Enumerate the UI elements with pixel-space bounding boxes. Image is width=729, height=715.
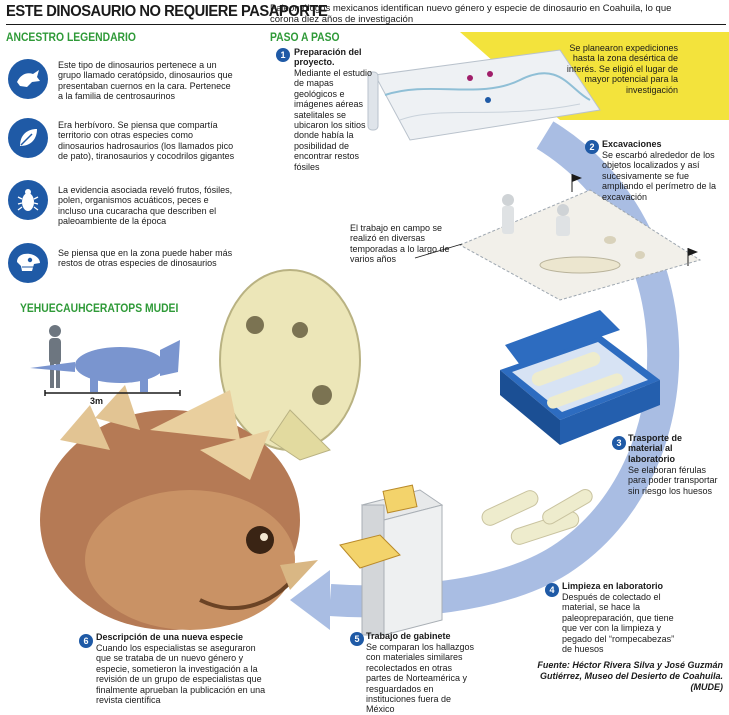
cockroach-icon bbox=[8, 180, 48, 220]
species-heading: YEHUECAUHCERATOPS MUDEI bbox=[20, 303, 179, 315]
step-title: Descripción de una nueva especie bbox=[96, 632, 244, 642]
dinosaur-head-icon bbox=[8, 59, 48, 99]
skull-icon bbox=[8, 243, 48, 283]
step-body: Cuando los especialistas se aseguraron q… bbox=[96, 643, 266, 706]
page-title: ESTE DINOSAURIO NO REQUIERE PASAPORTE bbox=[6, 3, 328, 20]
ancestro-item-text: Este tipo de dinosaurios pertenece a un … bbox=[58, 60, 233, 102]
filing-cabinet-illustration bbox=[339, 484, 444, 636]
scale-silhouettes bbox=[30, 325, 181, 396]
header-divider bbox=[6, 24, 726, 25]
ancestro-heading: ANCESTRO LEGENDARIO bbox=[6, 32, 136, 44]
skull-illustration bbox=[219, 269, 361, 461]
step-number: 2 bbox=[585, 140, 599, 154]
dinosaur-head-illustration bbox=[40, 385, 318, 630]
step-body: Mediante el estudio de mapas geológicos … bbox=[294, 68, 373, 172]
process-arrow-head bbox=[290, 570, 330, 630]
step-number: 5 bbox=[350, 632, 364, 646]
scale-label: 3m bbox=[90, 396, 104, 406]
map-illustration bbox=[367, 49, 601, 141]
crate-illustration bbox=[500, 310, 660, 445]
callout-field: El trabajo en campo se realizó en divers… bbox=[350, 223, 450, 265]
step-title: Excavaciones bbox=[602, 139, 662, 149]
step-number: 1 bbox=[276, 48, 290, 62]
page-subtitle: Paleontólogos mexicanos identifican nuev… bbox=[270, 3, 672, 25]
step-number: 4 bbox=[545, 583, 559, 597]
excavation-site-illustration bbox=[458, 174, 702, 301]
bones-illustration bbox=[481, 489, 593, 545]
step-body: Se comparan los hallazgos con materiales… bbox=[366, 642, 475, 715]
source-credit: Fuente: Héctor Rivera Silva y José Guzmá… bbox=[537, 660, 723, 692]
paso-heading: PASO A PASO bbox=[270, 32, 340, 44]
ancestro-item-text: Era herbívoro. Se piensa que compartía t… bbox=[58, 120, 235, 162]
ancestro-item-text: Se piensa que en la zona puede haber más… bbox=[58, 248, 233, 269]
step-title: Limpieza en laboratorio bbox=[562, 581, 664, 591]
callout-top: Se planearon expediciones hasta la zona … bbox=[566, 43, 678, 95]
leaf-icon bbox=[8, 118, 48, 158]
step-title: Trasporte de material al laboratorio bbox=[628, 433, 683, 464]
step-body: Se escarbó alrededor de los objetos loca… bbox=[602, 150, 717, 202]
step-number: 6 bbox=[79, 634, 93, 648]
callout-leader-line bbox=[414, 243, 463, 259]
step-title: Trabajo de gabinete bbox=[366, 631, 451, 641]
step-number: 3 bbox=[612, 436, 626, 450]
step-title: Preparación del proyecto. bbox=[294, 47, 362, 68]
ancestro-item-text: La evidencia asociada reveló frutos, fós… bbox=[58, 185, 233, 227]
step-body: Se elaboran férulas para poder transport… bbox=[628, 465, 718, 496]
step-body: Después de colectado el material, se hac… bbox=[562, 592, 675, 655]
